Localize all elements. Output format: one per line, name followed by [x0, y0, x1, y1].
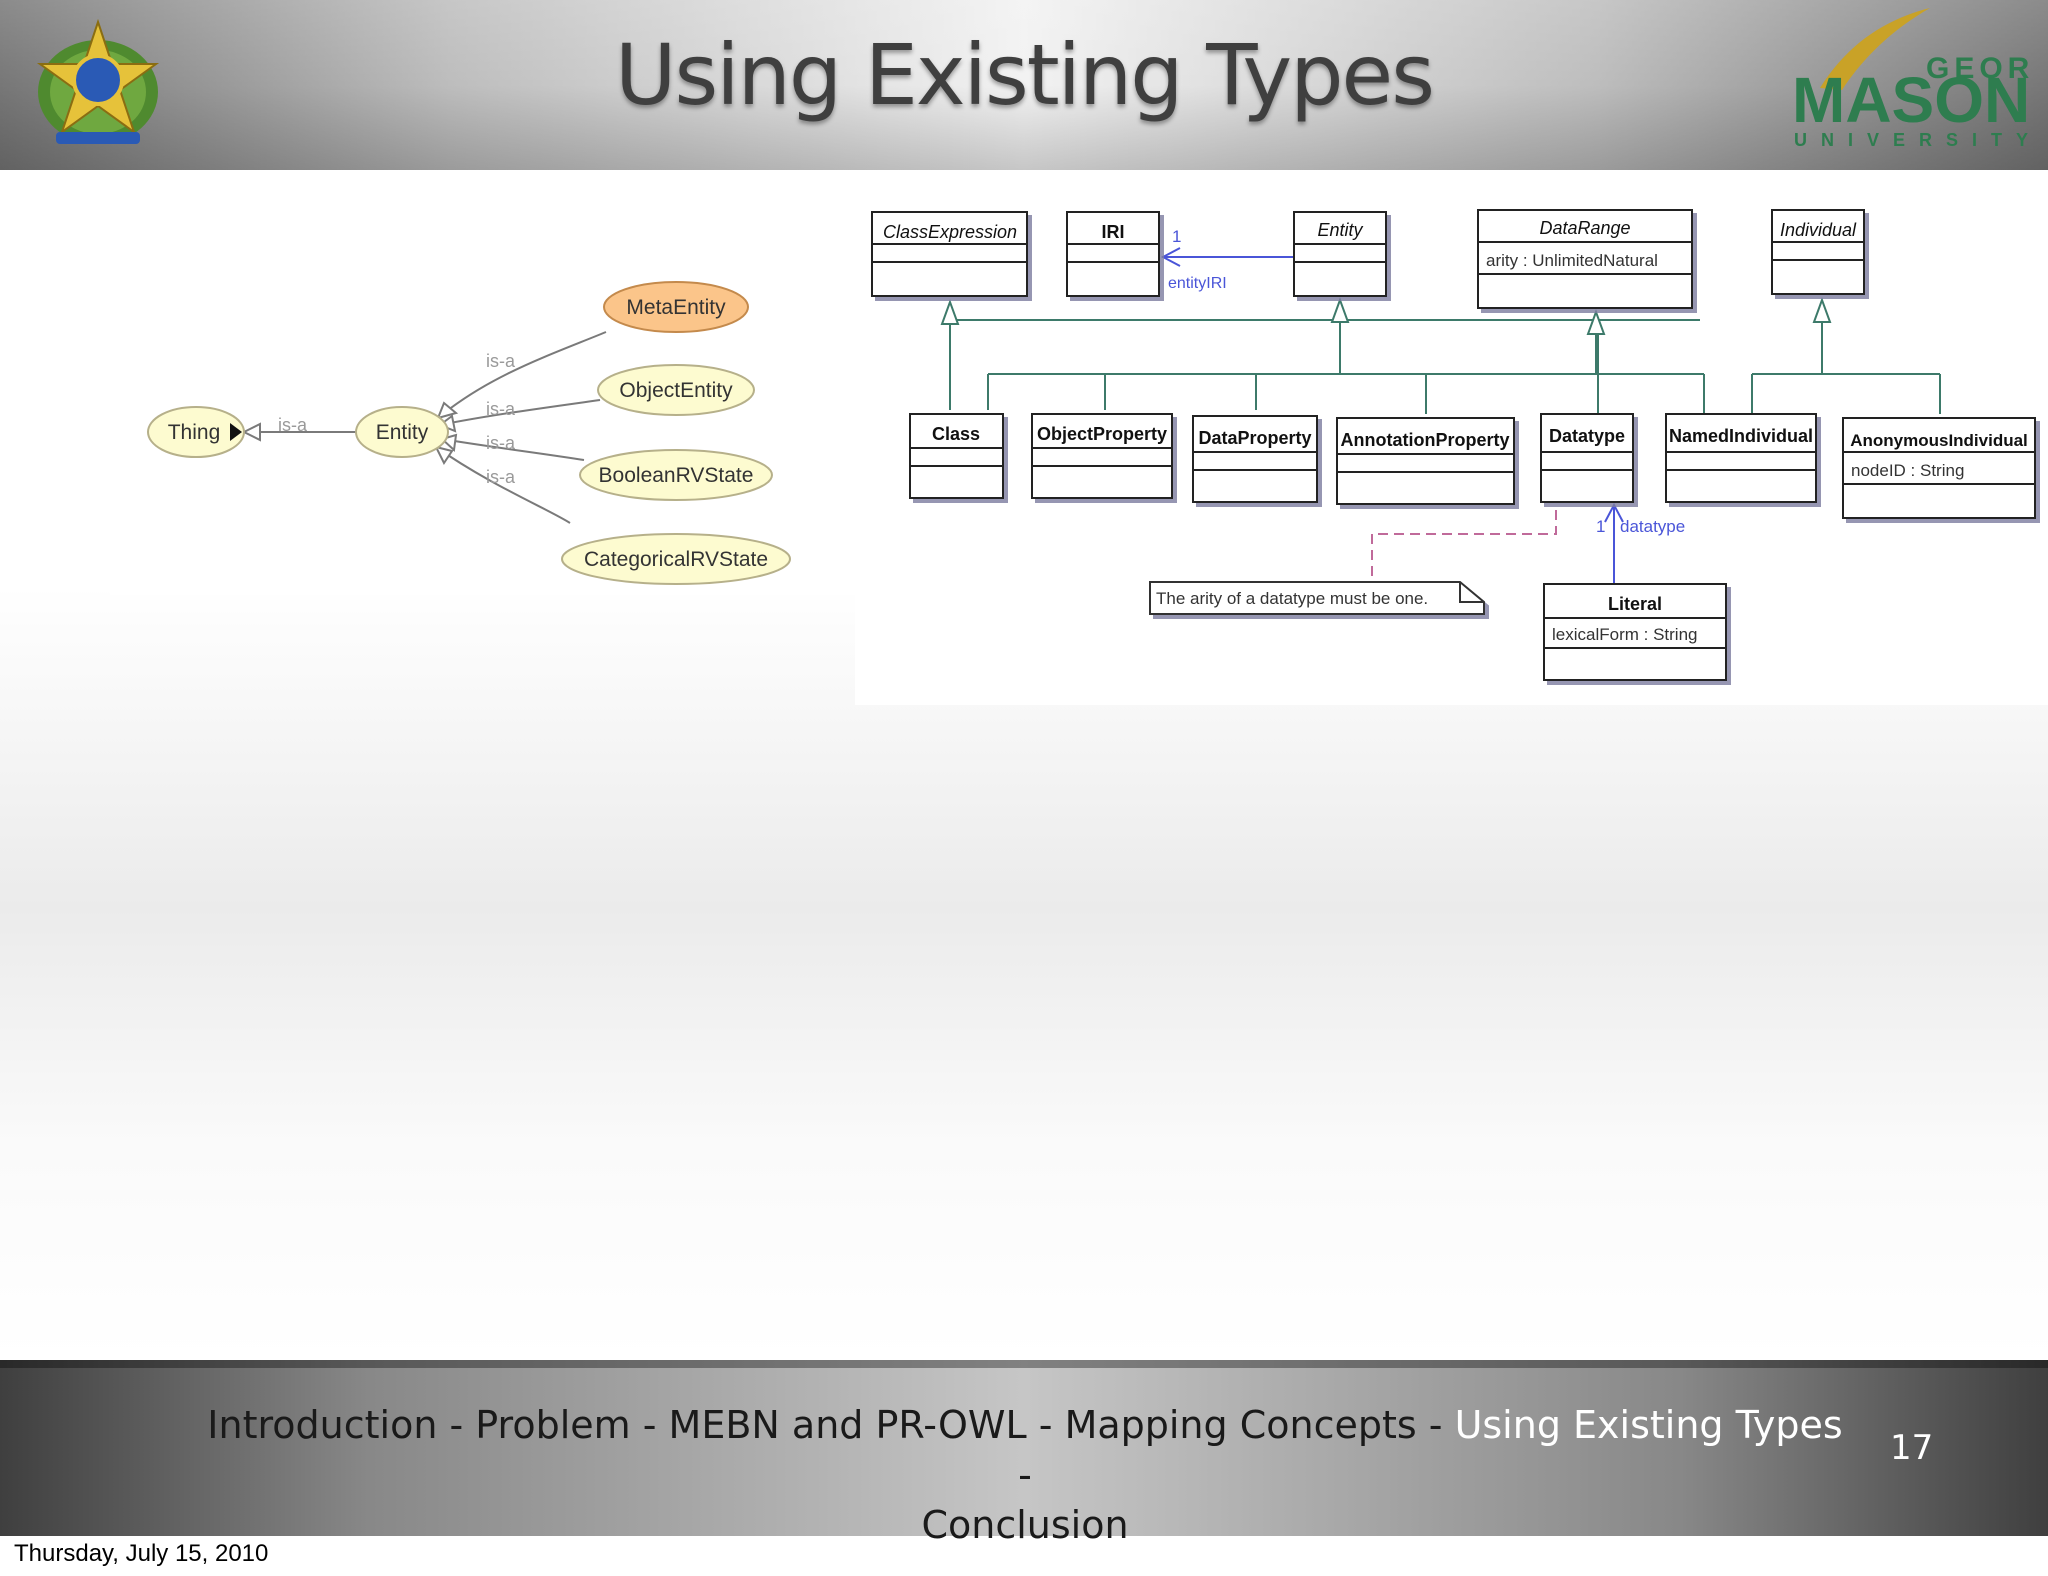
- slide-number: 17: [1890, 1428, 1934, 1468]
- node-categoricalrvstate-label: CategoricalRVState: [584, 548, 768, 571]
- assoc-role: entityIRI: [1168, 275, 1227, 292]
- uml-class-name: ClassExpression: [883, 222, 1017, 242]
- assoc-multiplicity: 1: [1596, 517, 1605, 536]
- printed-date: Thursday, July 15, 2010: [14, 1540, 269, 1567]
- arrow-thing: [241, 422, 261, 442]
- uml-class-datatype[interactable]: [1540, 413, 1634, 503]
- uml-class-name: NamedIndividual: [1669, 426, 1813, 446]
- assoc-multiplicity: 1: [1172, 227, 1181, 246]
- assoc-role: datatype: [1620, 517, 1685, 536]
- uml-note-corner: [1459, 582, 1484, 603]
- node-booleanrvstate-label: BooleanRVState: [599, 464, 754, 487]
- george-mason-university-logo: GEORGE MASON UNIVERSITY: [1792, 8, 2030, 150]
- nav-separator: -: [1416, 1403, 1455, 1447]
- node-objectentity[interactable]: [597, 364, 755, 416]
- nav-separator: -: [437, 1403, 476, 1447]
- uml-class-objectproperty[interactable]: [1031, 413, 1173, 499]
- uml-attribute: lexicalForm : String: [1552, 625, 1697, 644]
- slide-title: Using Existing Types: [615, 26, 1435, 124]
- gen-arrow: [1330, 297, 1350, 323]
- node-thing-label: Thing: [168, 421, 221, 444]
- uml-class-literal[interactable]: [1543, 583, 1727, 681]
- note-link: [1371, 510, 1557, 580]
- uml-class-classexpression[interactable]: [871, 211, 1028, 297]
- edge-entity-metaentity: [437, 331, 607, 419]
- uml-class-name: ObjectProperty: [1037, 424, 1167, 444]
- uml-class-dataproperty[interactable]: [1192, 415, 1318, 503]
- gmu-logo-line2: MASON: [1792, 64, 2030, 136]
- nav-separator: -: [1026, 1403, 1065, 1447]
- slide-header: [0, 0, 2048, 170]
- uml-class-datarange[interactable]: [1477, 209, 1693, 309]
- nav-separator: -: [630, 1403, 669, 1447]
- uml-class-name: DataProperty: [1198, 428, 1311, 448]
- uml-class-name: AnnotationProperty: [1341, 430, 1510, 450]
- seal-globe: [72, 54, 124, 106]
- node-metaentity-label: MetaEntity: [626, 296, 726, 319]
- nav-separator: -: [1018, 1453, 1032, 1497]
- nav-item-mapping-concepts[interactable]: Mapping Concepts: [1064, 1403, 1417, 1447]
- seal-ribbon: [56, 132, 140, 144]
- gen-arrow: [1812, 297, 1832, 323]
- gen-arrow: [1586, 309, 1606, 335]
- uml-attribute: nodeID : String: [1851, 461, 1964, 480]
- node-entity-label: Entity: [376, 421, 429, 444]
- uml-note: [1149, 581, 1485, 615]
- uml-class-diagram: 1 entityIRI 1 datatype: [855, 195, 2048, 705]
- uml-class-name: Class: [932, 424, 980, 444]
- uml-class-name: Literal: [1608, 594, 1662, 614]
- edge-label-is-a: is-a: [486, 433, 516, 453]
- uml-class-name: Entity: [1317, 220, 1363, 240]
- uml-class-namedindividual[interactable]: [1665, 413, 1817, 503]
- uml-class-name: Individual: [1780, 220, 1857, 240]
- uml-class-annotationproperty[interactable]: [1336, 417, 1515, 505]
- gmu-logo-line3: UNIVERSITY: [1794, 130, 2030, 150]
- node-thing[interactable]: [147, 406, 245, 458]
- ontology-graph: is-a is-a is-a is-a is-a Thing Entity Me…: [110, 175, 855, 595]
- nav-item-mebn-and-pr-owl[interactable]: MEBN and PR-OWL: [668, 1403, 1027, 1447]
- edge-entity-booleanrvstate: [441, 438, 585, 461]
- edge-label-is-a: is-a: [486, 351, 516, 371]
- expand-triangle-icon[interactable]: [230, 423, 242, 441]
- uml-class-name: IRI: [1101, 222, 1124, 242]
- footer-navigation: Introduction - Problem - MEBN and PR-OWL…: [200, 1400, 1850, 1550]
- uml-class-name: AnonymousIndividual: [1850, 431, 2028, 450]
- edge-entity-categoricalrvstate: [435, 446, 571, 524]
- edge-label-is-a: is-a: [486, 399, 516, 419]
- nav-item-using-existing-types[interactable]: Using Existing Types: [1454, 1403, 1843, 1447]
- assoc-arrow: [1604, 502, 1624, 523]
- gen-arrow: [940, 299, 960, 325]
- node-categoricalrvstate[interactable]: [561, 533, 791, 585]
- uml-class-anonymousindividual[interactable]: [1842, 417, 2036, 519]
- arrow-entity-4: [434, 445, 454, 465]
- gmu-logo-line1: GEORGE: [1926, 52, 2030, 85]
- uml-class-iri[interactable]: [1066, 211, 1160, 297]
- edge-entity-objectentity: [439, 399, 601, 426]
- nav-item-conclusion[interactable]: Conclusion: [921, 1503, 1129, 1547]
- uml-class-individual[interactable]: [1771, 209, 1865, 295]
- uml-note-text: The arity of a datatype must be one.: [1156, 589, 1428, 608]
- edge-label-is-a: is-a: [278, 415, 308, 435]
- gmu-swoosh: [1820, 8, 1930, 90]
- uml-class-name: DataRange: [1539, 218, 1630, 238]
- node-metaentity[interactable]: [603, 281, 749, 333]
- nav-item-introduction[interactable]: Introduction: [207, 1403, 438, 1447]
- uml-class-entity[interactable]: [1293, 211, 1387, 297]
- brazil-coat-of-arms-logo: [36, 18, 160, 144]
- uml-class-name: Datatype: [1549, 426, 1625, 446]
- arrow-entity-1: [436, 401, 459, 420]
- uml-class-class[interactable]: [909, 413, 1004, 499]
- edge-label-is-a: is-a: [486, 467, 516, 487]
- node-entity[interactable]: [355, 406, 449, 458]
- nav-item-problem[interactable]: Problem: [475, 1403, 631, 1447]
- uml-attribute: arity : UnlimitedNatural: [1486, 251, 1658, 270]
- node-booleanrvstate[interactable]: [579, 449, 773, 501]
- assoc-arrow: [1160, 247, 1181, 267]
- node-objectentity-label: ObjectEntity: [619, 379, 733, 402]
- slide-footer: Introduction - Problem - MEBN and PR-OWL…: [0, 1360, 2048, 1547]
